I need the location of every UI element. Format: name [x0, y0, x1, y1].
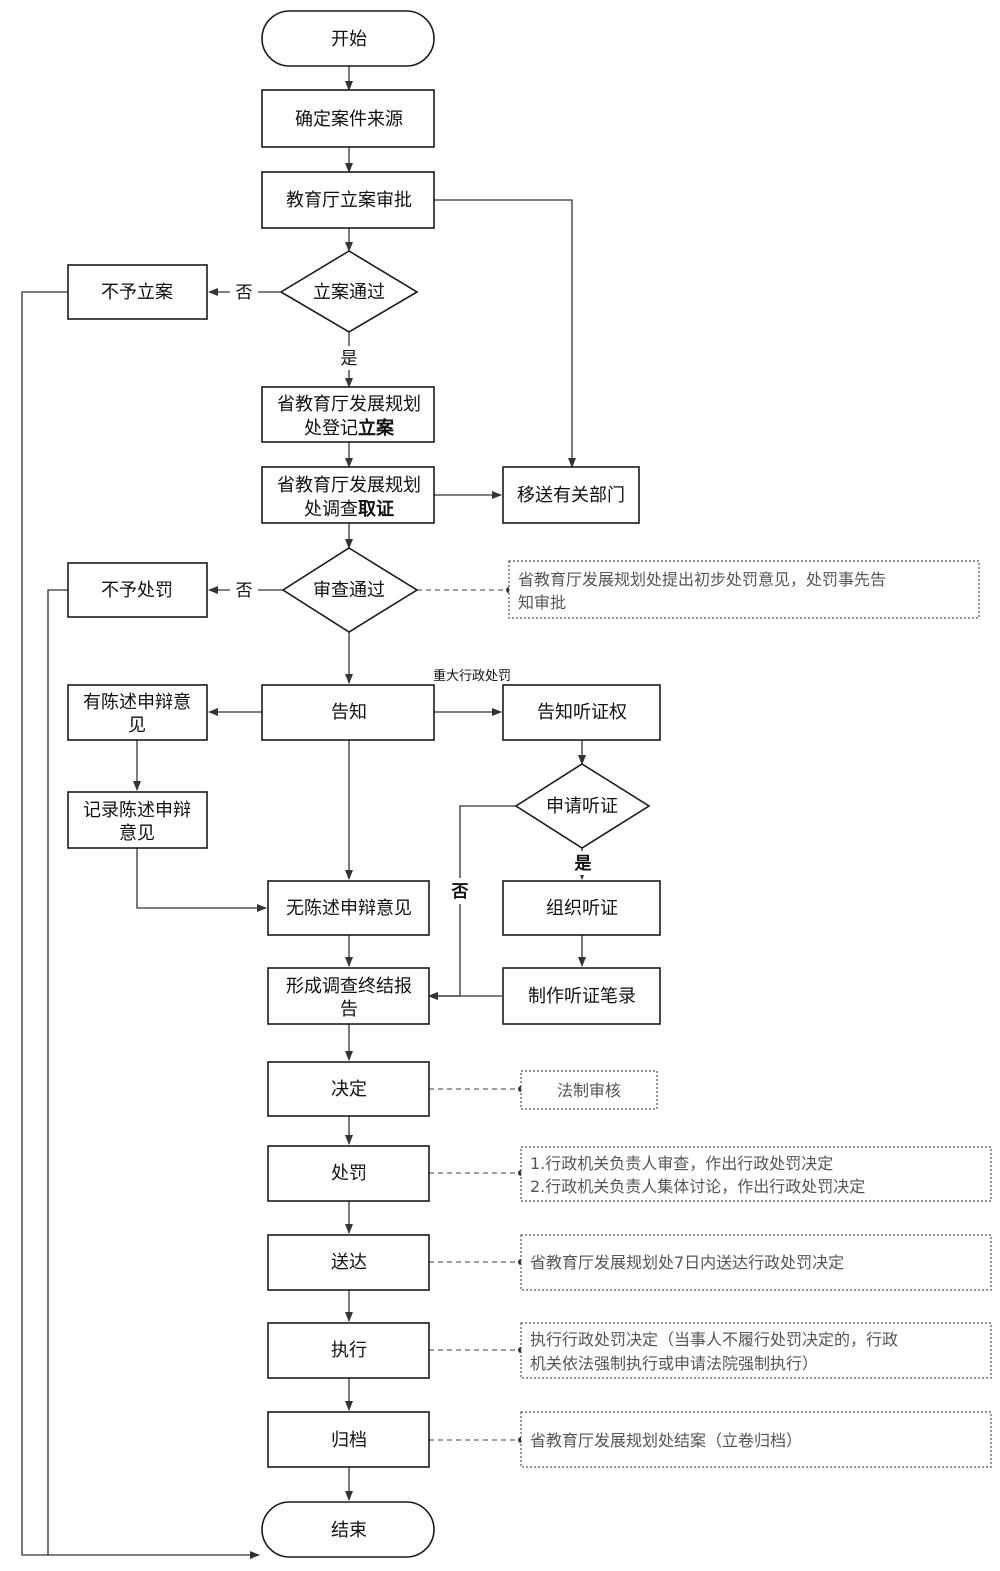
node-register-line1: 省教育厅发展规划: [277, 394, 421, 415]
label-no-review: 否: [236, 581, 253, 601]
node-register: 省教育厅发展规划 处登记立案: [261, 386, 435, 443]
node-report: 形成调查终结报 告: [267, 967, 430, 1025]
note-legal-review: 法制审核: [520, 1070, 658, 1110]
node-decision: 决定: [267, 1061, 430, 1117]
node-no-statement-text: 无陈述申辩意见: [286, 898, 412, 919]
node-register-line2: 处登记立案: [304, 417, 395, 439]
decision-pass-filing-text: 立案通过: [313, 282, 385, 303]
note-preliminary-line2: 知审批: [518, 593, 566, 612]
note-execute-line2: 机关依法强制执行或申请法院强制执行）: [530, 1354, 818, 1373]
node-source: 确定案件来源: [261, 89, 435, 148]
node-transfer: 移送有关部门: [502, 466, 640, 524]
node-notify-hearing-text: 告知听证权: [537, 702, 627, 723]
note-penalty-line1: 1.行政机关负责人审查，作出行政处罚决定: [530, 1154, 833, 1173]
node-hearing-record-text: 制作听证笔录: [528, 986, 636, 1007]
node-archive-text: 归档: [331, 1430, 367, 1451]
node-has-statement-line2: 见: [128, 715, 146, 736]
node-start: 开始: [261, 10, 435, 67]
node-execute: 执行: [267, 1322, 430, 1379]
node-record-statement-line2: 意见: [119, 823, 155, 844]
node-organize-hearing: 组织听证: [502, 880, 661, 936]
node-delivery-text: 送达: [331, 1252, 367, 1273]
node-execute-text: 执行: [331, 1340, 367, 1361]
label-no-hearing: 否: [451, 882, 469, 902]
node-has-statement-line1: 有陈述申辩意: [83, 692, 191, 713]
decision-pass-filing: 立案通过: [279, 250, 419, 333]
note-preliminary-line1: 省教育厅发展规划处提出初步处罚意见，处罚事先告: [518, 570, 886, 589]
note-archive-text: 省教育厅发展规划处结案（立卷归档）: [530, 1431, 802, 1450]
note-legal-review-text: 法制审核: [557, 1081, 621, 1100]
node-report-line1: 形成调查终结报: [286, 976, 412, 997]
node-no-statement: 无陈述申辩意见: [267, 880, 430, 936]
node-record-statement: 记录陈述申辩 意见: [67, 791, 208, 849]
note-execute: 执行行政处罚决定（当事人不履行处罚决定的，行政 机关依法强制执行或申请法院强制执…: [520, 1322, 992, 1379]
node-transfer-text: 移送有关部门: [517, 485, 625, 506]
node-end-text: 结束: [331, 1520, 367, 1541]
note-execute-line1: 执行行政处罚决定（当事人不履行处罚决定的，行政: [530, 1330, 898, 1349]
node-investigate-line2: 处调查取证: [304, 499, 394, 520]
label-yes-hearing: 是: [575, 854, 592, 874]
label-major-penalty: 重大行政处罚: [433, 668, 511, 684]
node-record-statement-line1: 记录陈述申辩: [83, 800, 191, 821]
node-penalty: 处罚: [267, 1145, 430, 1202]
node-has-statement: 有陈述申辩意 见: [67, 684, 208, 741]
node-delivery: 送达: [267, 1234, 430, 1291]
node-no-penalty-text: 不予处罚: [101, 580, 173, 601]
edge-labels: 否 是 否 重大行政处罚 否 是: [230, 280, 595, 904]
node-source-text: 确定案件来源: [295, 109, 403, 130]
node-report-line2: 告: [340, 999, 358, 1020]
label-yes-filing: 是: [341, 349, 358, 369]
node-approval-text: 教育厅立案审批: [286, 190, 412, 211]
node-notify-hearing: 告知听证权: [502, 684, 661, 741]
note-delivery-text: 省教育厅发展规划处7日内送达行政处罚决定: [530, 1253, 844, 1272]
node-end: 结束: [261, 1501, 435, 1558]
note-preliminary: 省教育厅发展规划处提出初步处罚意见，处罚事先告 知审批: [508, 560, 980, 619]
node-approval: 教育厅立案审批: [261, 171, 435, 229]
note-delivery: 省教育厅发展规划处7日内送达行政处罚决定: [520, 1234, 992, 1291]
decision-apply-hearing: 申请听证: [514, 763, 651, 849]
decision-apply-hearing-text: 申请听证: [546, 796, 618, 817]
node-investigate: 省教育厅发展规划 处调查取证: [261, 466, 435, 524]
note-penalty-line2: 2.行政机关负责人集体讨论，作出行政处罚决定: [530, 1177, 865, 1196]
label-no-filing: 否: [236, 283, 253, 303]
note-archive: 省教育厅发展规划处结案（立卷归档）: [520, 1411, 992, 1468]
node-no-filing: 不予立案: [67, 264, 208, 320]
node-investigate-line1: 省教育厅发展规划: [277, 475, 421, 496]
node-start-text: 开始: [331, 29, 367, 50]
node-archive: 归档: [267, 1411, 430, 1468]
note-penalty: 1.行政机关负责人审查，作出行政处罚决定 2.行政机关负责人集体讨论，作出行政处…: [520, 1146, 992, 1202]
node-no-penalty: 不予处罚: [67, 562, 208, 618]
node-notify-text: 告知: [331, 702, 367, 723]
node-organize-hearing-text: 组织听证: [546, 898, 618, 919]
node-penalty-text: 处罚: [331, 1163, 367, 1184]
node-no-filing-text: 不予立案: [101, 282, 173, 303]
decision-pass-review-text: 审查通过: [313, 580, 385, 601]
node-decision-text: 决定: [331, 1079, 367, 1100]
node-notify: 告知: [261, 684, 435, 741]
decision-pass-review: 审查通过: [281, 547, 419, 633]
node-hearing-record: 制作听证笔录: [502, 967, 661, 1025]
